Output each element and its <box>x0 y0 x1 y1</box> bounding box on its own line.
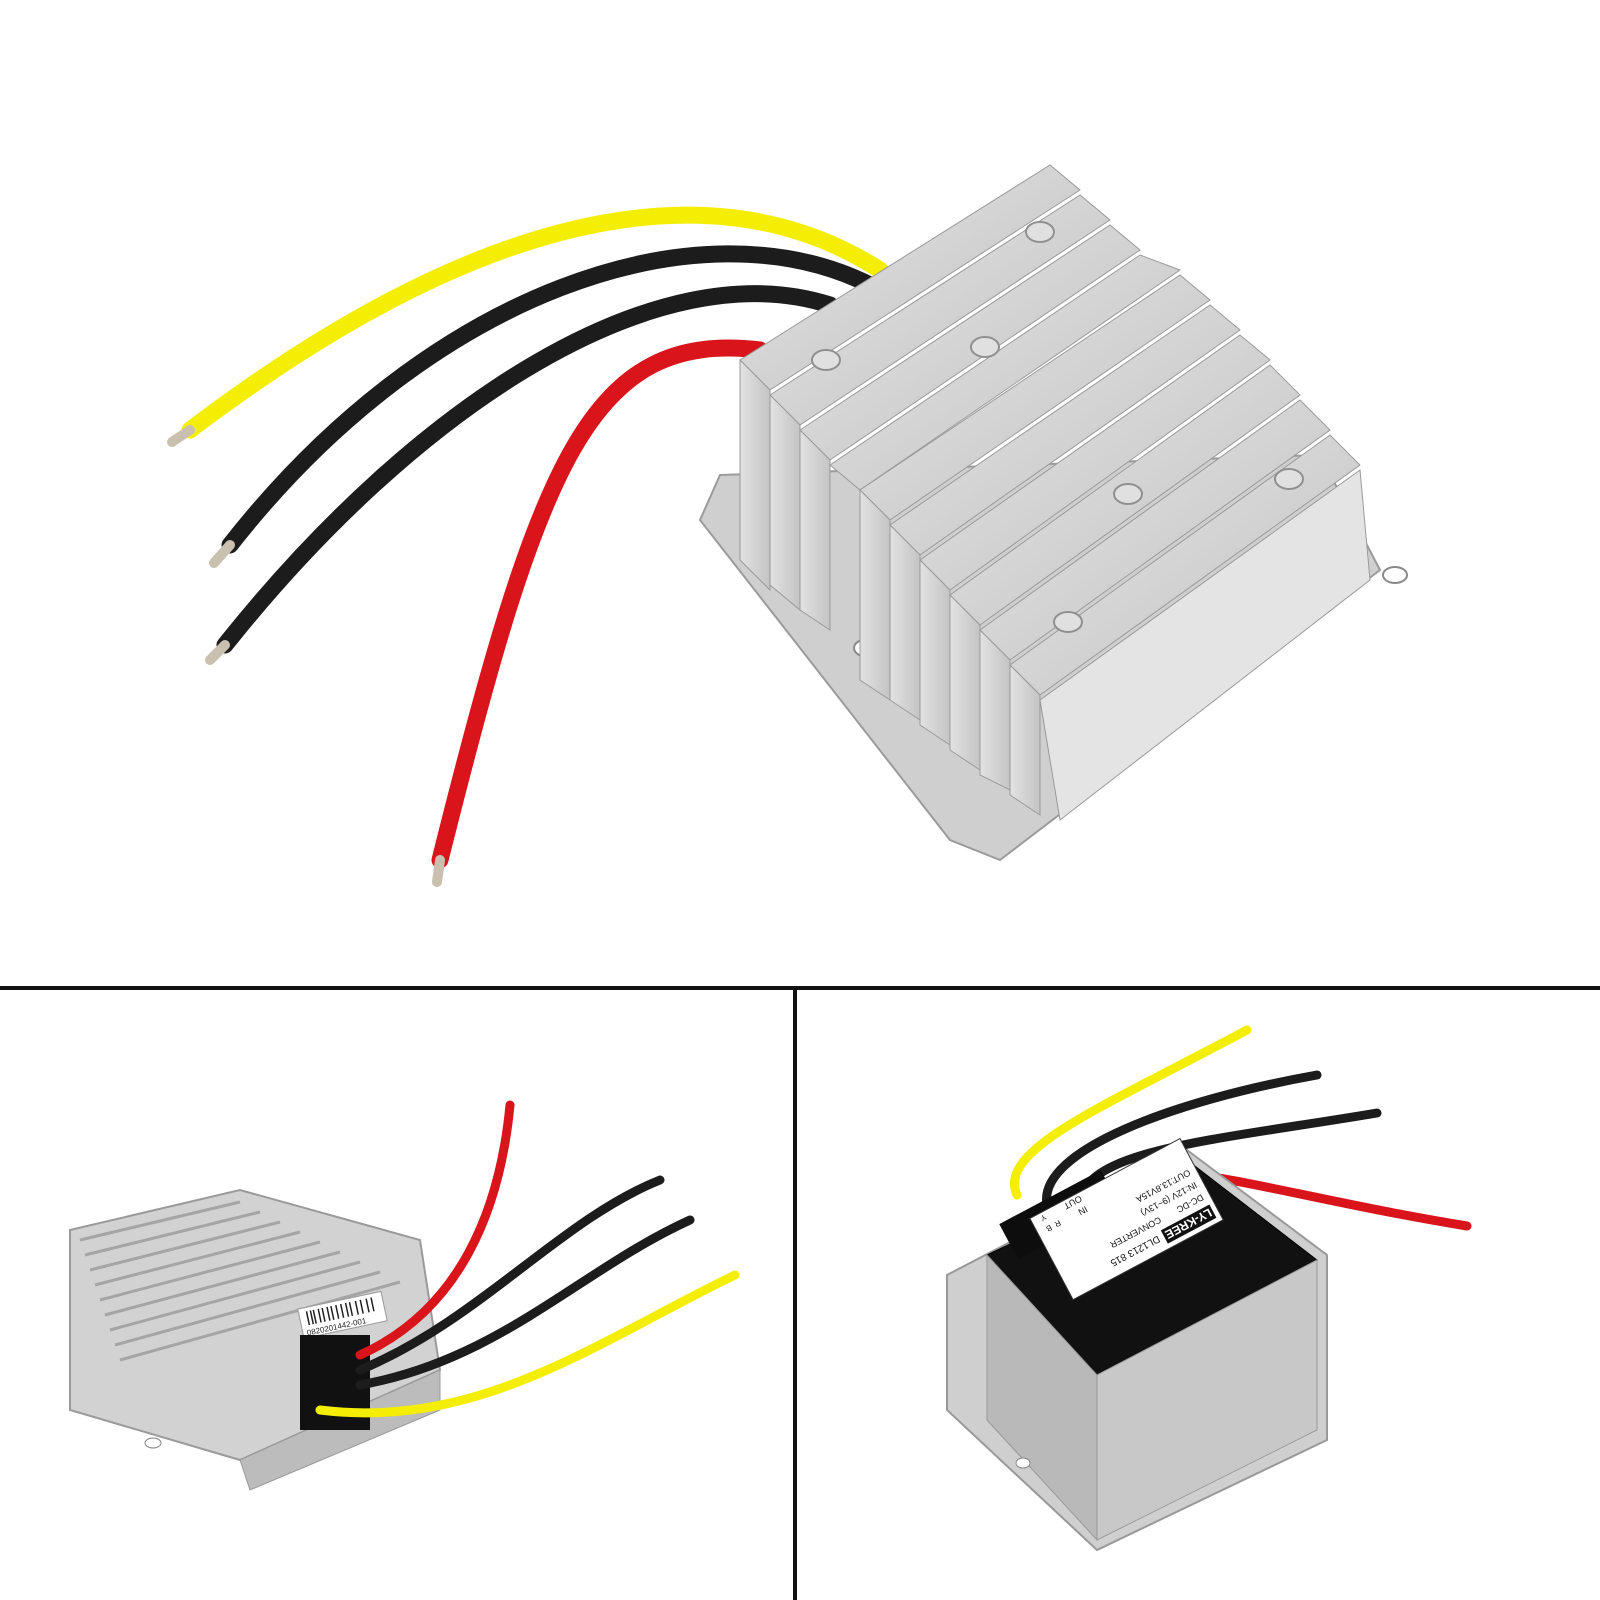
converter-casing <box>698 164 1408 862</box>
side-view-wires <box>315 1100 740 1418</box>
yellow-wire <box>315 1270 740 1418</box>
wire-bundle <box>167 206 889 887</box>
converter-top-view-illustration <box>167 164 1408 887</box>
label-pin-in: IN <box>1077 1204 1090 1217</box>
black-wire-1 <box>221 245 879 554</box>
black-wire-1 <box>1042 1070 1322 1210</box>
casing-screws <box>811 221 1304 633</box>
label-pin-b: B <box>1045 1223 1054 1233</box>
red-wire <box>431 339 769 869</box>
label-view-casing <box>946 1148 1328 1552</box>
side-view-photo: 0820201442-001 <box>0 990 793 1600</box>
label-view-photo: LY-KREE DL1213 815 DC-DC CONVERTER IN:12… <box>797 990 1600 1600</box>
converter-side-view-illustration: 0820201442-001 <box>69 1100 740 1491</box>
mount-hole <box>1015 1457 1031 1469</box>
yellow-wire <box>1010 1025 1252 1200</box>
converter-label-view-illustration: LY-KREE DL1213 815 DC-DC CONVERTER IN:12… <box>946 1025 1472 1552</box>
mount-hole <box>144 1437 162 1449</box>
label-pin-r: R <box>1053 1218 1063 1229</box>
main-product-photo <box>167 164 1408 887</box>
label-pin-y: Y <box>1038 1212 1048 1223</box>
mount-hole-right <box>1382 566 1408 584</box>
vertical-divider <box>793 990 797 1600</box>
product-label: LY-KREE DL1213 815 DC-DC CONVERTER IN:12… <box>1029 1137 1224 1301</box>
yellow-wire <box>181 206 889 439</box>
red-wire <box>355 1100 515 1360</box>
heatsink-fins <box>739 164 1371 821</box>
black-wire-2 <box>355 1215 695 1390</box>
black-wire-1 <box>355 1175 665 1375</box>
black-wire-2 <box>216 285 839 654</box>
horizontal-divider <box>0 986 1600 990</box>
